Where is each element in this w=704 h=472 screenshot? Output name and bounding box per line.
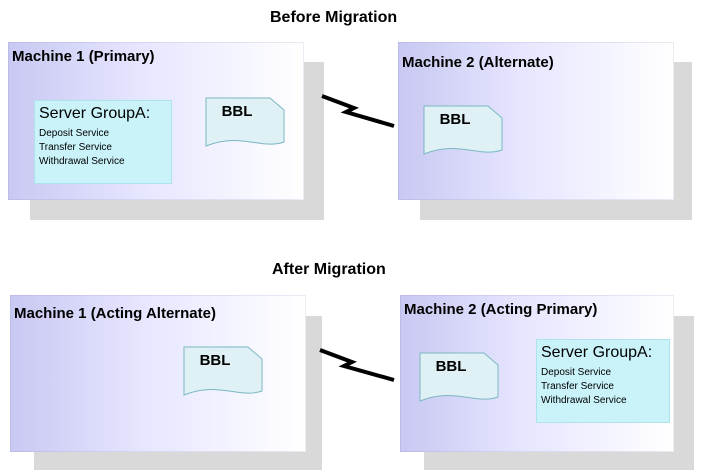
machine-2-acting-primary-box: Machine 2 (Acting Primary) BBL Server Gr… <box>400 295 674 452</box>
bbl-document-icon: BBL <box>422 104 506 162</box>
network-link-icon <box>321 94 395 128</box>
bbl-document-icon: BBL <box>418 351 502 409</box>
withdrawal-service: Withdrawal Service <box>39 156 125 167</box>
server-group-a: Server GroupA: Deposit Service Transfer … <box>34 100 172 184</box>
server-group-title: Server GroupA: <box>39 105 151 122</box>
bbl-label: BBL <box>435 358 467 375</box>
machine-1-title: Machine 1 (Acting Alternate) <box>14 305 216 322</box>
transfer-service: Transfer Service <box>39 142 112 153</box>
server-group-title: Server GroupA: <box>541 344 653 361</box>
bbl-document-icon: BBL <box>182 345 266 403</box>
machine-1-title: Machine 1 (Primary) <box>12 48 155 65</box>
bbl-label: BBL <box>221 103 253 120</box>
machine-2-title: Machine 2 (Acting Primary) <box>404 301 598 318</box>
transfer-service: Transfer Service <box>541 381 614 392</box>
machine-1-acting-alternate-box: Machine 1 (Acting Alternate) BBL <box>10 295 306 452</box>
bbl-label: BBL <box>199 352 231 369</box>
withdrawal-service: Withdrawal Service <box>541 395 627 406</box>
bbl-document-icon: BBL <box>204 96 288 154</box>
machine-1-primary-box: Machine 1 (Primary) Server GroupA: Depos… <box>8 42 304 200</box>
before-migration-heading: Before Migration <box>270 9 398 26</box>
server-group-a: Server GroupA: Deposit Service Transfer … <box>536 339 670 423</box>
deposit-service: Deposit Service <box>39 128 110 139</box>
bbl-label: BBL <box>439 111 471 128</box>
deposit-service: Deposit Service <box>541 367 612 378</box>
after-migration-heading: After Migration <box>272 261 386 278</box>
machine-2-alternate-box: Machine 2 (Alternate) BBL <box>398 42 674 200</box>
network-link-icon <box>319 348 395 382</box>
machine-2-title: Machine 2 (Alternate) <box>402 54 554 71</box>
